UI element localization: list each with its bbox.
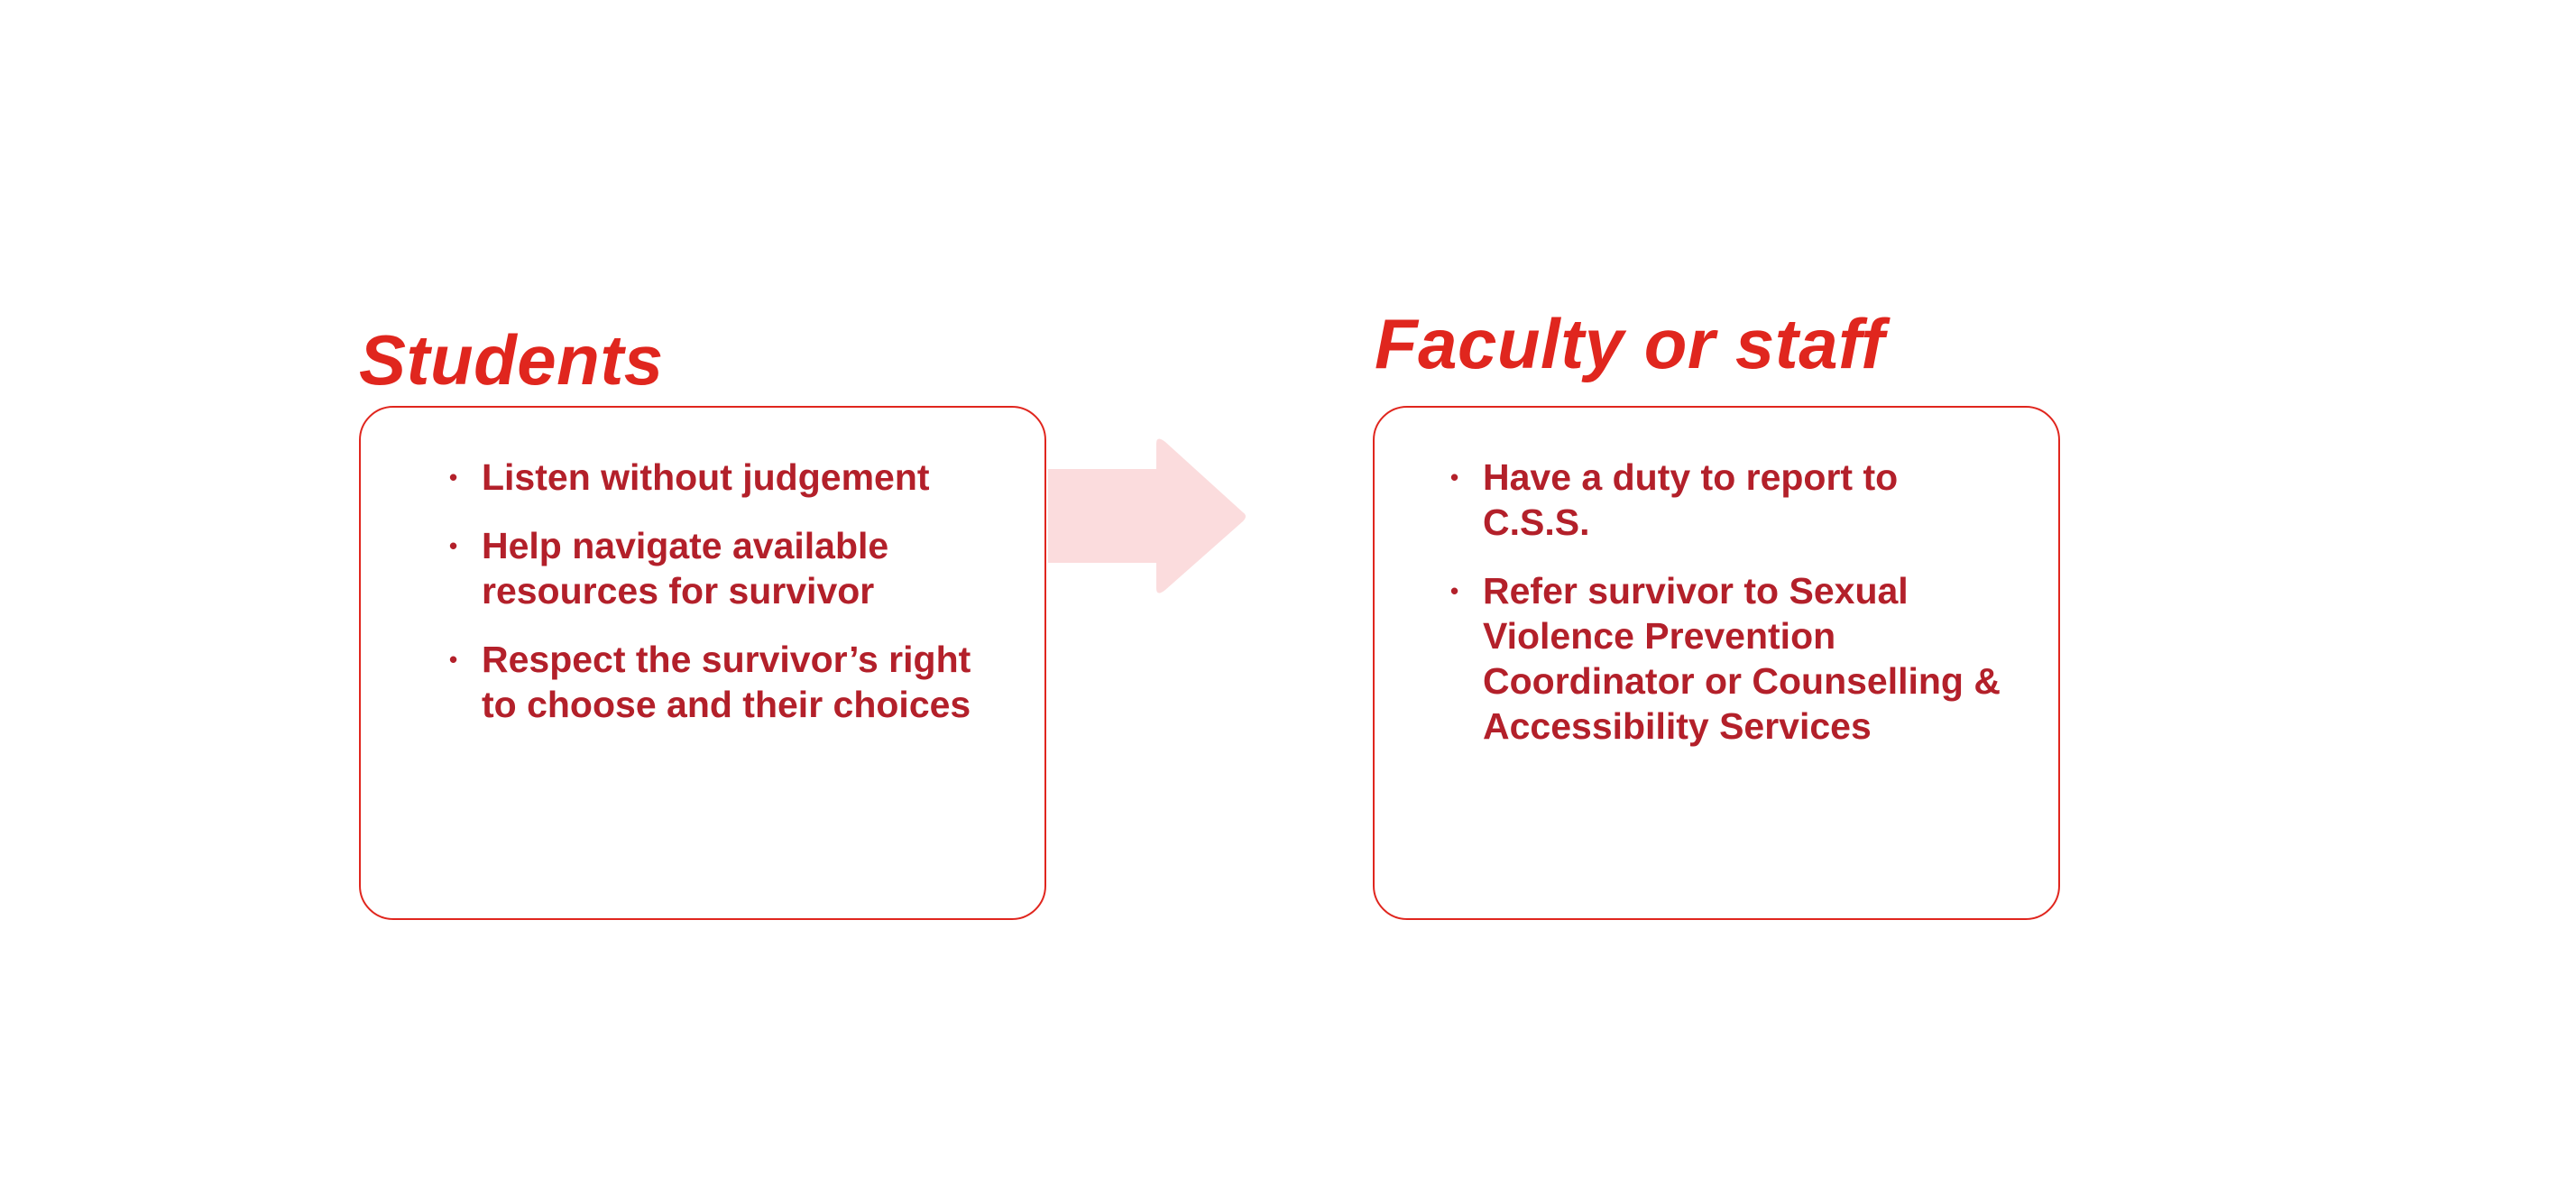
list-item: • Help navigate available resources for s… xyxy=(449,523,990,613)
arrow-shape xyxy=(1048,438,1246,593)
students-heading: Students xyxy=(359,320,664,400)
students-list: • Listen without judgement • Help navigate… xyxy=(449,455,990,750)
bullet-icon: • xyxy=(449,532,458,559)
bullet-icon: • xyxy=(449,464,458,491)
faculty-box: • Have a duty to report to C.S.S. • Refer … xyxy=(1373,406,2060,920)
list-item: • Listen without judgement xyxy=(449,455,990,500)
bullet-icon: • xyxy=(1450,464,1459,491)
bullet-icon: • xyxy=(1450,577,1459,604)
list-item: • Refer survivor to Sexual Violence Preve… xyxy=(1450,568,2001,749)
list-item: • Respect the survivor’s right to choose … xyxy=(449,637,990,727)
right-arrow-icon xyxy=(1048,438,1246,593)
bullet-icon: • xyxy=(449,646,458,673)
students-box: • Listen without judgement • Help navigate… xyxy=(359,406,1046,920)
list-item-text: Respect the survivor’s right to choose a… xyxy=(482,639,971,725)
faculty-heading: Faculty or staff xyxy=(1375,304,1885,383)
faculty-list: • Have a duty to report to C.S.S. • Refer … xyxy=(1450,455,2001,772)
list-item-text: Have a duty to report to C.S.S. xyxy=(1483,456,1899,543)
list-item-text: Help navigate available resources for su… xyxy=(482,525,889,612)
list-item: • Have a duty to report to C.S.S. xyxy=(1450,455,2001,545)
list-item-text: Listen without judgement xyxy=(482,456,930,498)
list-item-text: Refer survivor to Sexual Violence Preven… xyxy=(1483,570,2001,747)
